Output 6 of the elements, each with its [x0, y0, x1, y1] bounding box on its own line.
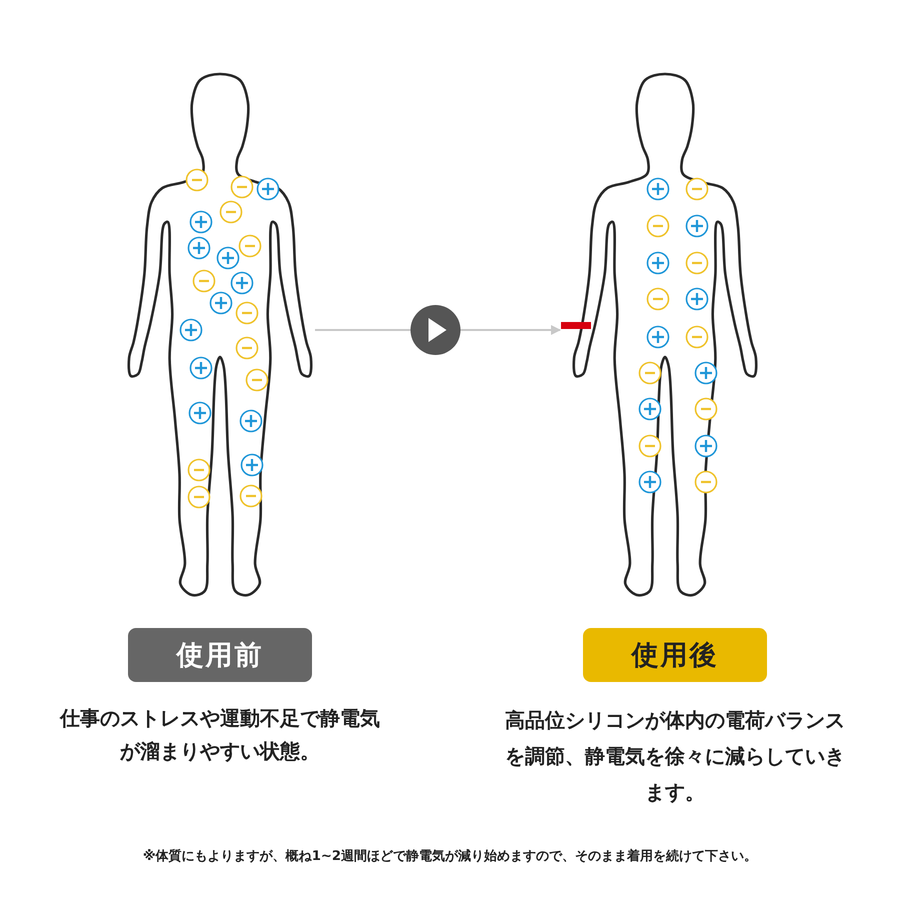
play-arrow [315, 305, 561, 355]
description-text: 高品位シリコンが体内の電荷バランスを調節、静電気を徐々に減らしていきます。 [504, 707, 846, 806]
status-badge: 使用前 [128, 628, 312, 682]
description-text: 仕事のストレスや運動不足で静電気が溜まりやすい状態。 [60, 705, 380, 765]
footnote-text: ※体質にもよりますが、概ね1~2週間ほどで静電気が減り始めますので、そのまま着用を続けて下さい。 [142, 848, 758, 866]
status-badge: 使用後 [583, 628, 767, 682]
